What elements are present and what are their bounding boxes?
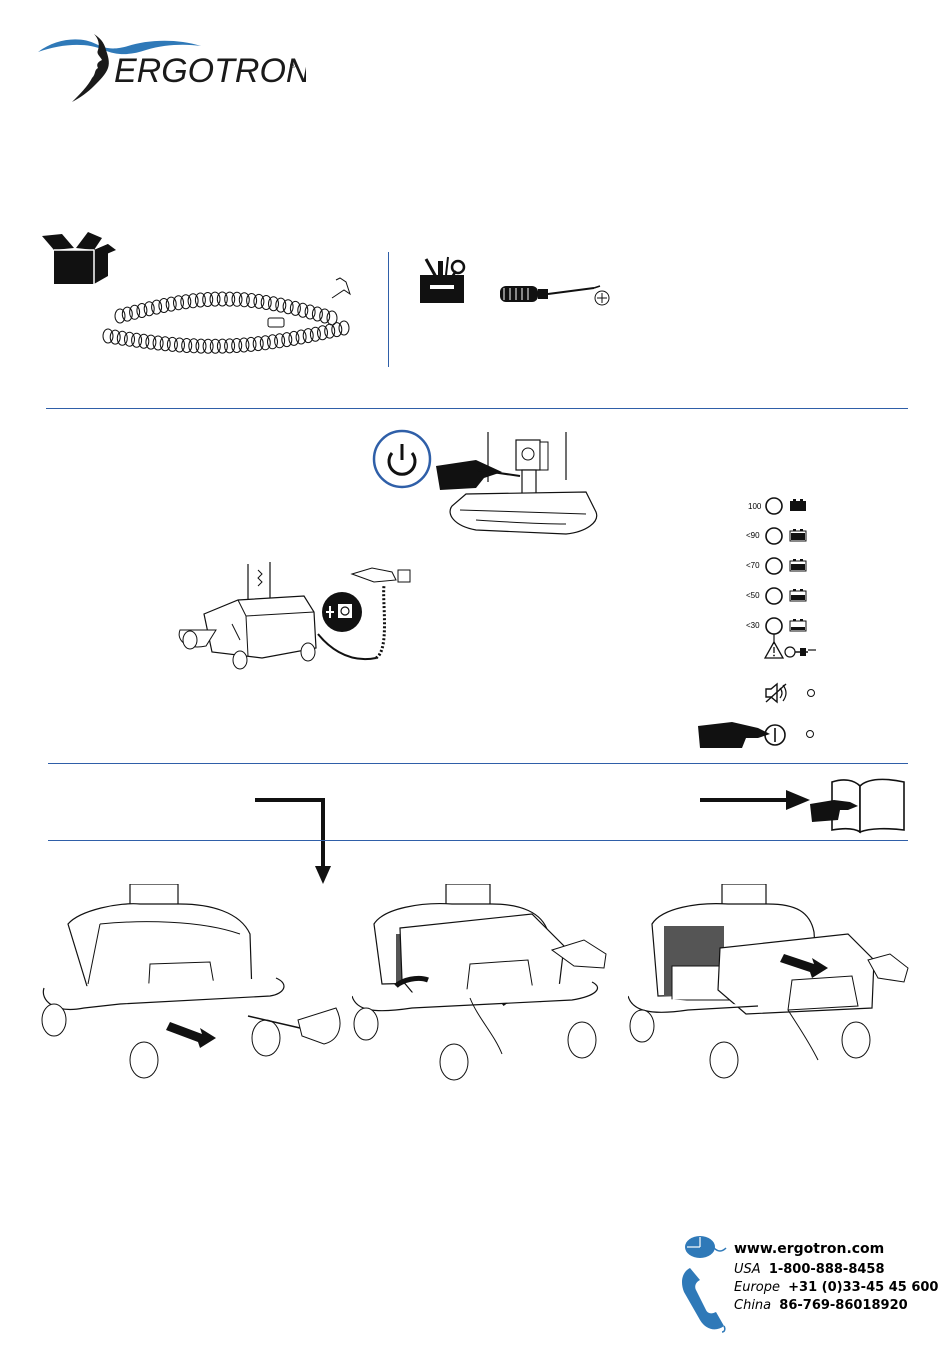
phone-number: 1-800-888-8458 [769, 1262, 885, 1277]
website-link[interactable]: www.ergotron.com [734, 1240, 944, 1258]
phone-row: China 86-769-86018920 [734, 1297, 944, 1315]
phillips-screwdriver-image [498, 278, 614, 310]
battery-50-icon [766, 588, 806, 604]
section-divider [48, 763, 908, 764]
battery-level-label: <90 [746, 531, 760, 540]
cart-power-button-illustration [436, 432, 606, 538]
cart-base-power-cord-illustration [176, 560, 416, 674]
low-battery-warning-icon [765, 642, 816, 658]
battery-level-label: <70 [746, 561, 760, 570]
step-arrow-down [255, 796, 335, 886]
phone-row: USA 1-800-888-8458 [734, 1261, 944, 1279]
phone-row: Europe +31 (0)33-45 45 600 [734, 1279, 944, 1297]
battery-level-label: <50 [746, 591, 760, 600]
phone-icon [680, 1264, 728, 1334]
mute-icon [762, 680, 822, 706]
manual-book-icon [808, 776, 908, 834]
phone-region: USA [734, 1262, 761, 1277]
registered-mark: ® [290, 61, 296, 70]
phone-number: +31 (0)33-45 45 600 [788, 1280, 938, 1295]
battery-30-icon [766, 618, 806, 644]
phone-region: Europe [734, 1280, 780, 1295]
ergotron-logo: ERGOTRON ® [36, 30, 306, 110]
battery-full-icon [766, 498, 806, 514]
brand-wordmark: ERGOTRON [114, 52, 306, 90]
battery-90-icon [766, 528, 806, 544]
step-remove-screws-illustration [40, 884, 345, 1084]
tools-required-icon [416, 255, 474, 305]
section-divider [46, 408, 908, 409]
step-remove-cover-illustration [628, 884, 910, 1084]
coiled-power-cord-image [100, 270, 360, 360]
battery-70-icon [766, 558, 806, 574]
battery-status-panel: 100 <90 <70 <50 <30 [742, 492, 842, 672]
section-divider-vertical [388, 252, 389, 367]
power-icon [371, 428, 433, 490]
phone-number: 86-769-86018920 [779, 1298, 907, 1313]
battery-level-label: <30 [746, 621, 760, 630]
power-button-press-icon [698, 720, 828, 752]
mouse-web-icon [684, 1234, 728, 1260]
step-lift-cover-illustration [352, 884, 612, 1084]
refer-to-manual-arrow [700, 786, 812, 814]
phone-region: China [734, 1298, 771, 1313]
section-divider [48, 840, 908, 841]
battery-level-label: 100 [748, 502, 761, 511]
contact-info: www.ergotron.com USA 1-800-888-8458 Euro… [734, 1240, 944, 1315]
